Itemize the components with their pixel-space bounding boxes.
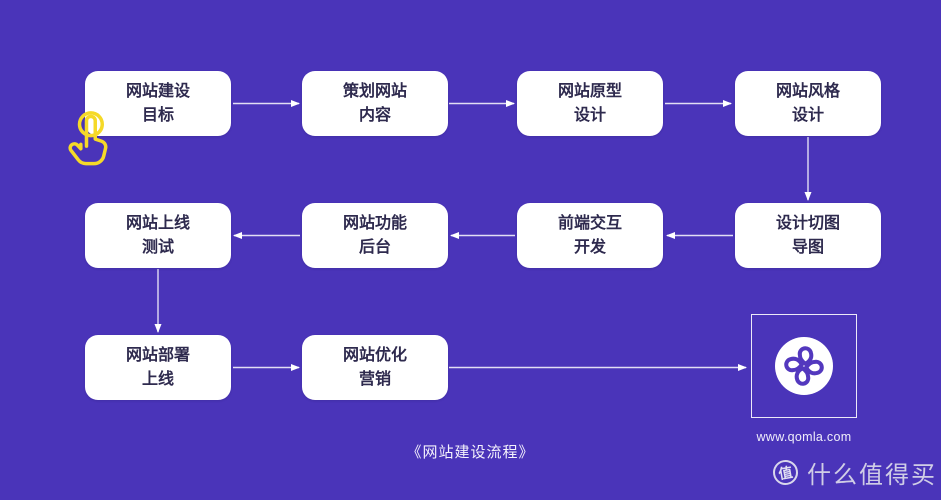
node-label-line: 网站风格 <box>775 83 840 101</box>
flow-node-website-goal: 网站建设 目标 <box>85 71 231 136</box>
node-label-line: 策划网站 <box>342 83 407 101</box>
flow-node-style-design: 网站风格 设计 <box>735 71 881 136</box>
tap-hand-icon <box>68 111 108 166</box>
flow-node-optimize-marketing: 网站优化 营销 <box>302 335 448 400</box>
flow-node-design-slicing: 设计切图 导图 <box>735 203 881 268</box>
node-label-line: 设计切图 <box>775 215 840 233</box>
node-label-line: 网站建设 <box>125 83 190 101</box>
node-label-line: 导图 <box>791 238 824 256</box>
node-label-line: 网站原型 <box>557 83 622 101</box>
node-label-line: 网站优化 <box>342 347 407 365</box>
node-label-line: 前端交互 <box>557 215 622 233</box>
node-label-line: 开发 <box>573 238 606 256</box>
smzdm-watermark: 值 什么值得买 <box>771 455 937 490</box>
node-label-line: 设计 <box>573 106 606 124</box>
watermark-label: 什么值得买 <box>807 462 937 489</box>
node-label-line: 目标 <box>141 106 174 124</box>
flow-node-function-backend: 网站功能 后台 <box>302 203 448 268</box>
node-label-line: 测试 <box>141 238 174 256</box>
node-label-line: 营销 <box>358 370 391 388</box>
node-label-line: 网站功能 <box>342 215 407 233</box>
flow-node-online-testing: 网站上线 测试 <box>85 203 231 268</box>
qomla-logo-circle <box>775 337 833 395</box>
node-label-line: 内容 <box>358 106 391 124</box>
flow-node-frontend-dev: 前端交互 开发 <box>517 203 663 268</box>
node-label-line: 后台 <box>358 238 391 256</box>
node-label-line: 网站部署 <box>125 347 190 365</box>
flow-node-prototype-design: 网站原型 设计 <box>517 71 663 136</box>
website-url: www.qomla.com <box>756 430 852 444</box>
node-label-line: 网站上线 <box>125 215 190 233</box>
qomla-logo-box <box>751 314 857 418</box>
diagram-caption: 《网站建设流程》 <box>406 444 535 461</box>
flow-node-plan-content: 策划网站 内容 <box>302 71 448 136</box>
flow-node-deploy-launch: 网站部署 上线 <box>85 335 231 400</box>
zhi-coin-icon: 值 <box>771 458 800 487</box>
node-label-line: 上线 <box>141 370 174 388</box>
node-label-line: 设计 <box>791 106 824 124</box>
qomla-clover-logo-icon <box>782 346 826 388</box>
